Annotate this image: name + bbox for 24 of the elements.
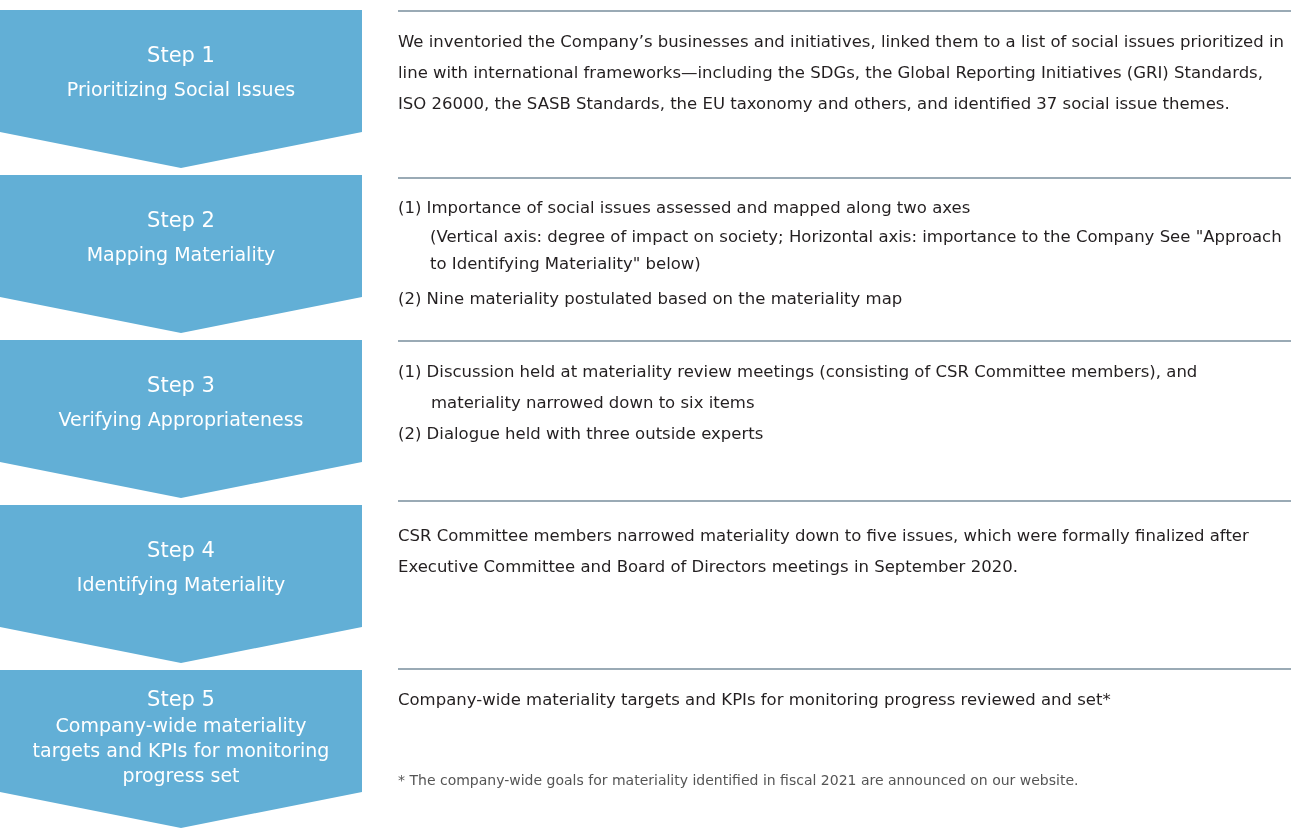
step-panel	[0, 670, 362, 828]
step-number: Step 2	[147, 208, 215, 232]
step-description: (1) Importance of social issues assessed and mapped along two axes	[398, 197, 972, 219]
step-panel	[0, 175, 362, 333]
step-panel	[0, 10, 362, 168]
step-title: Company-wide materiality targets and KPIs for monitoring progress set	[31, 713, 331, 788]
step-number: Step 1	[147, 43, 215, 67]
step-title: Prioritizing Social Issues	[65, 77, 297, 102]
step-number: Step 5	[147, 687, 215, 711]
step-panel	[0, 340, 362, 498]
step-description: (1) Discussion held at materiality review meetings (consisting of CSR Committee members), and materiality narrowed down to six items	[398, 361, 1199, 414]
step-title: Mapping Materiality	[85, 242, 277, 267]
step-number: Step 3	[147, 373, 215, 397]
step-number: Step 4	[147, 538, 215, 562]
step-title: Verifying Appropriateness	[57, 407, 305, 432]
step-panel	[0, 505, 362, 663]
step-description: (2) Nine materiality postulated based on the materiality map	[398, 288, 904, 310]
step-description: CSR Committee members narrowed materiality down to five issues, which were formally finalized after Executive Committee and Board of Directors meetings in September 2020.	[398, 525, 1250, 578]
step-description: We inventoried the Company’s businesses and initiatives, linked them to a list of social issues prioritized in line with international frameworks—including the SDGs, the Global Reporting Initiatives (GRI) Standards, ISO 26000, the SASB Standards, the EU taxonomy and others, and identified 37 social issue themes.	[398, 31, 1285, 115]
step-description: (Vertical axis: degree of impact on society; Horizontal axis: importance to the Company See "Approach to Identifying Materiality" below)	[429, 226, 1283, 275]
step-description: (2) Dialogue held with three outside experts	[398, 423, 765, 445]
footnote: * The company-wide goals for materiality identified in fiscal 2021 are announced on our website.	[398, 772, 1079, 788]
step-title: Identifying Materiality	[75, 572, 287, 597]
step-description: Company-wide materiality targets and KPIs for monitoring progress reviewed and set*	[398, 689, 1112, 711]
